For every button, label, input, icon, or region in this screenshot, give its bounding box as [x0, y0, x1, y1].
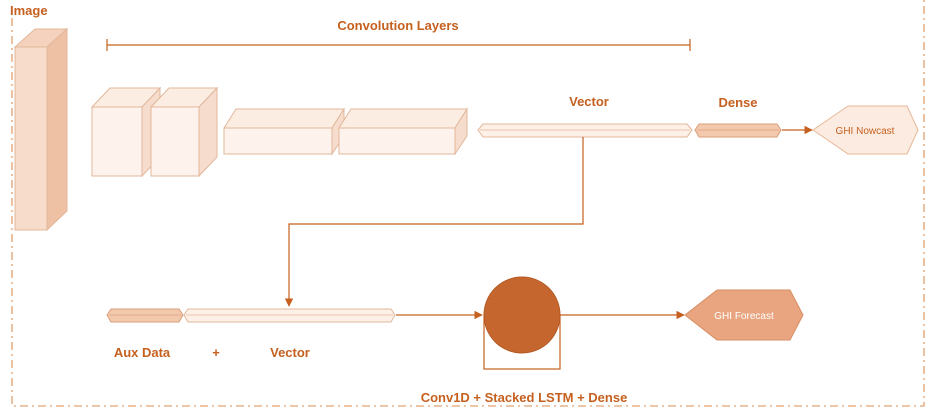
convolution-layers-label: Convolution Layers: [337, 18, 458, 33]
ghi-nowcast-diamond: [812, 105, 919, 155]
dense-bar: [694, 123, 782, 138]
conv-layer-4: [338, 107, 468, 156]
ghi-nowcast-label: GHI Nowcast: [836, 126, 895, 137]
conv-layer-1: [90, 86, 162, 178]
image-block: [13, 27, 69, 232]
connector-vector-to-sequence: [284, 137, 584, 307]
dense-label: Dense: [718, 95, 757, 110]
ghi-forecast-diamond: [684, 289, 804, 341]
aux-data-bar: [106, 308, 184, 323]
aux-data-label: Aux Data: [114, 345, 171, 360]
vector-top-label: Vector: [569, 94, 609, 109]
ghi-forecast-label: GHI Forecast: [714, 311, 774, 322]
convolution-bracket: [106, 39, 691, 51]
conv-layer-3: [223, 107, 345, 156]
vector-bottom-label: Vector: [270, 345, 310, 360]
lstm-circle: [483, 276, 561, 354]
image-label: Image: [10, 3, 48, 18]
outer-border: [11, 0, 925, 407]
plus-label: +: [212, 345, 220, 360]
model-caption: Conv1D + Stacked LSTM + Dense: [421, 390, 628, 405]
vector-bar-bottom: [183, 308, 396, 323]
conv-layer-2: [149, 86, 219, 178]
vector-bar-top: [477, 123, 693, 138]
